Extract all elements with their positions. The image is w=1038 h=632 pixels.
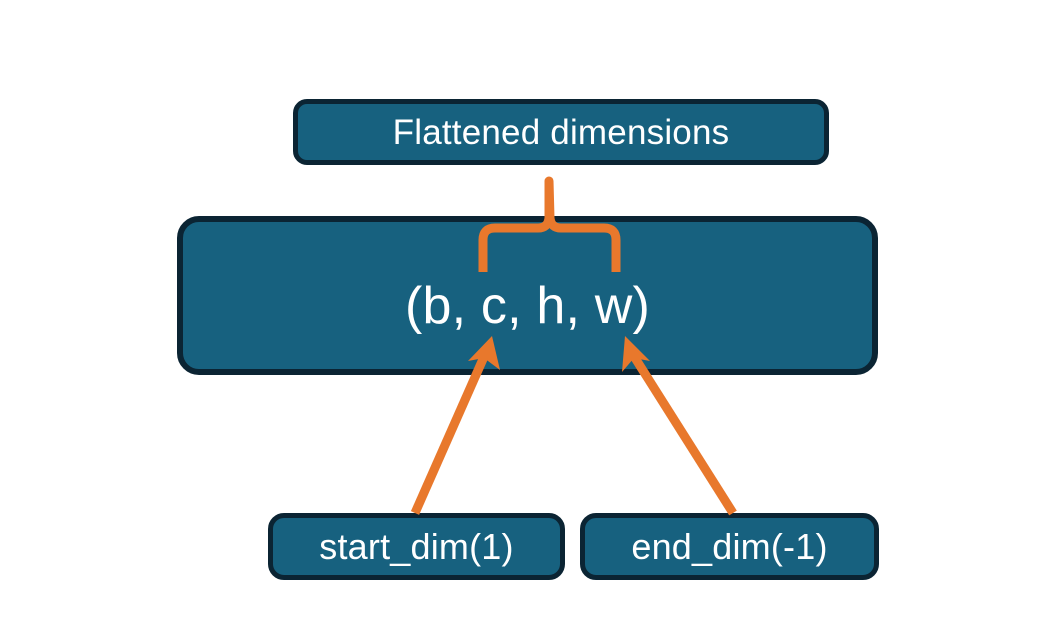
flattened-dimensions-box: Flattened dimensions (293, 99, 829, 165)
tensor-shape-box: (b, c, h, w) (177, 216, 878, 375)
end-dim-box: end_dim(-1) (580, 513, 879, 580)
tensor-shape-label: (b, c, h, w) (404, 277, 651, 335)
end-dim-label: end_dim(-1) (631, 525, 828, 567)
flattened-dimensions-label: Flattened dimensions (392, 112, 730, 152)
start-dim-label: start_dim(1) (319, 525, 514, 567)
start-dim-box: start_dim(1) (268, 513, 565, 580)
